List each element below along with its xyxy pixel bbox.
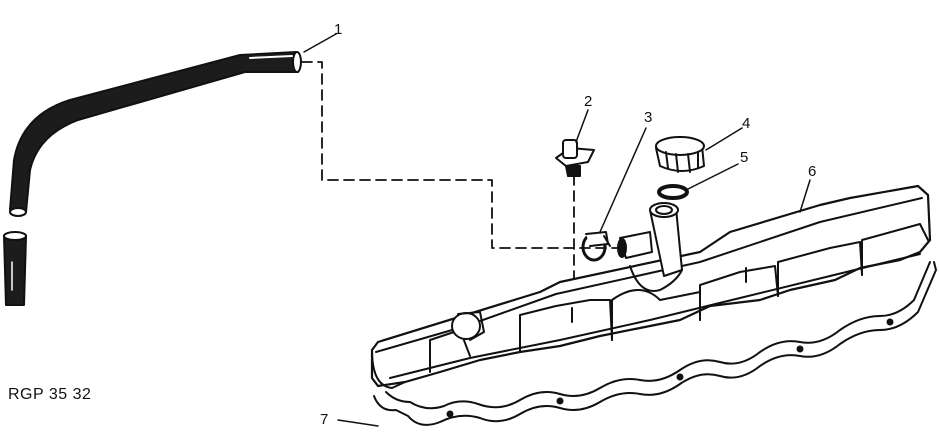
gasket <box>373 261 937 426</box>
callout-6: 6 <box>808 163 817 180</box>
valve-cover <box>370 184 932 389</box>
figure-reference-code: RGP 35 32 <box>8 386 92 403</box>
breather-tube <box>617 202 683 292</box>
filler-cap <box>655 136 705 173</box>
hose-clamp <box>581 231 611 262</box>
breather-hose <box>3 51 302 306</box>
callout-1: 1 <box>334 21 343 38</box>
callout-4: 4 <box>742 115 751 132</box>
leader-lines <box>303 33 811 427</box>
callout-5: 5 <box>740 149 749 166</box>
assembly-leader-dashed <box>301 61 621 249</box>
screw-clip <box>555 139 595 177</box>
callout-3: 3 <box>644 109 653 126</box>
seal-ring <box>657 184 689 200</box>
callout-7: 7 <box>320 411 329 428</box>
callout-2: 2 <box>584 93 593 110</box>
